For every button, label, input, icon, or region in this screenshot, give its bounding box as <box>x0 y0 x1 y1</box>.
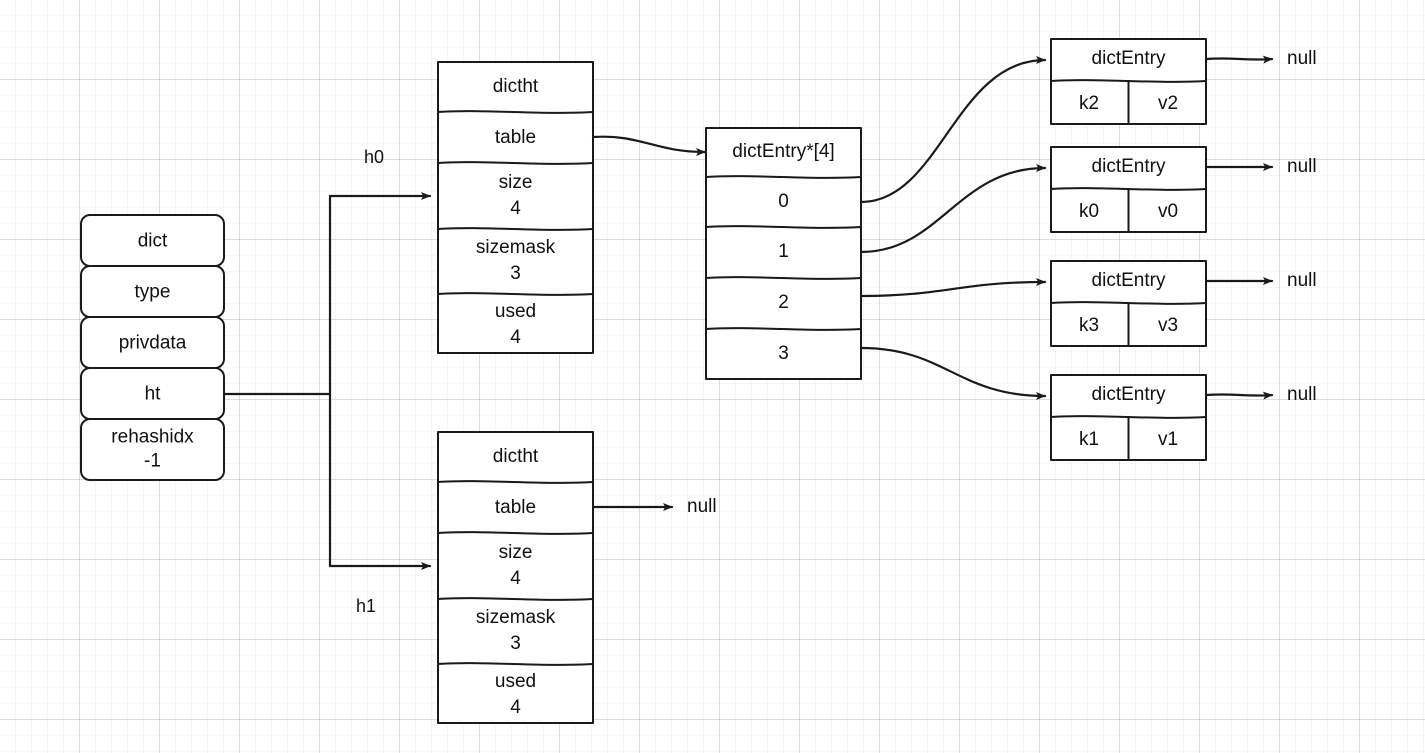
bucket-array-title: dictEntry*[4] <box>732 141 834 162</box>
entry-3-next-label: null <box>1287 384 1317 405</box>
slot-1-to-entry-1-connector <box>859 164 1047 254</box>
hashtable-1-row-label-1: size <box>499 542 533 563</box>
bucket-array-box <box>705 127 862 380</box>
dict-entry-node-0[interactable]: dictEntry k2 v2 <box>1050 38 1207 125</box>
dict-field-label-2: privdata <box>119 333 187 354</box>
hashtable-0-row-value-3: 4 <box>510 327 521 348</box>
dict-entry-node-1[interactable]: dictEntry k0 v0 <box>1050 146 1207 233</box>
dict-entry-node-2[interactable]: dictEntry k3 v3 <box>1050 260 1207 347</box>
bucket-array-slot-3[interactable]: 3 <box>778 343 789 364</box>
hashtable-0-row-value-2: 3 <box>510 263 521 284</box>
hashtable-1-row-value-3: 4 <box>510 697 521 718</box>
entry-0-next-connector <box>1204 55 1274 64</box>
dict-field-label-1: type <box>135 282 171 303</box>
hashtable-1-row-label-3: used <box>495 671 536 692</box>
edge-label-h0: h0 <box>364 147 384 167</box>
bucket-array-node[interactable]: dictEntry*[4] 0 1 2 3 <box>705 127 862 380</box>
dict-entry-value-3: v1 <box>1158 429 1178 450</box>
bucket-array-slot-0[interactable]: 0 <box>778 191 789 212</box>
dict-field-box-4 <box>80 418 225 481</box>
dict-entry-value-2: v3 <box>1158 315 1178 336</box>
dict-field-label-0: dict <box>138 231 168 252</box>
hashtable-0-row-label-3: used <box>495 301 536 322</box>
dict-field-label-3: ht <box>145 384 162 405</box>
slot-3-to-entry-3-connector <box>859 346 1047 400</box>
edge-label-h1: h1 <box>356 596 376 616</box>
hashtable-1-node[interactable]: dictht table size 4 sizemask 3 used 4 <box>437 431 594 724</box>
dict-entry-node-3[interactable]: dictEntry k1 v1 <box>1050 374 1207 461</box>
dict-entry-title-1: dictEntry <box>1092 156 1166 177</box>
hashtable-1-row-label-0: table <box>495 497 536 518</box>
hashtable-1-row-value-1: 4 <box>510 568 521 589</box>
hashtable-0-node[interactable]: dictht table size 4 sizemask 3 used 4 <box>437 61 594 354</box>
hashtable-0-row-label-0: table <box>495 127 536 148</box>
dict-struct-node[interactable]: dict type privdata ht rehashidx -1 <box>80 214 225 481</box>
hashtable-1-title: dictht <box>493 446 539 467</box>
bucket-array-slot-2[interactable]: 2 <box>778 292 789 313</box>
bucket-array-slot-1[interactable]: 1 <box>778 241 789 262</box>
entry-2-next-label: null <box>1287 270 1317 291</box>
slot-2-to-entry-2-connector <box>859 278 1047 298</box>
entry-0-next-label: null <box>1287 48 1317 69</box>
dict-entry-key-1: k0 <box>1079 201 1099 222</box>
dict-entry-key-0: k2 <box>1079 93 1099 114</box>
dict-entry-key-3: k1 <box>1079 429 1099 450</box>
dict-field-value-4: -1 <box>144 451 161 472</box>
hashtable-0-row-label-2: sizemask <box>476 237 556 258</box>
hashtable-1-row-value-2: 3 <box>510 633 521 654</box>
dict-entry-title-3: dictEntry <box>1092 384 1166 405</box>
entry-1-next-label: null <box>1287 156 1317 177</box>
hashtable-1-table-null-label: null <box>687 496 717 517</box>
hashtable-0-row-value-1: 4 <box>510 198 521 219</box>
dict-entry-title-0: dictEntry <box>1092 48 1166 69</box>
hashtable-1-row-label-2: sizemask <box>476 607 556 628</box>
entry-3-next-connector <box>1204 391 1274 400</box>
slot-0-to-entry-0-connector <box>859 56 1047 204</box>
dict-field-label-4: rehashidx <box>111 427 194 448</box>
dict-entry-title-2: dictEntry <box>1092 270 1166 291</box>
ht-branch-connector <box>222 192 432 570</box>
dict-entry-key-2: k3 <box>1079 315 1099 336</box>
hashtable-0-row-label-1: size <box>499 172 533 193</box>
table-to-array-connector <box>591 135 707 156</box>
hashtable-0-title: dictht <box>493 76 539 97</box>
dict-entry-value-1: v0 <box>1158 201 1178 222</box>
dict-entry-value-0: v2 <box>1158 93 1178 114</box>
